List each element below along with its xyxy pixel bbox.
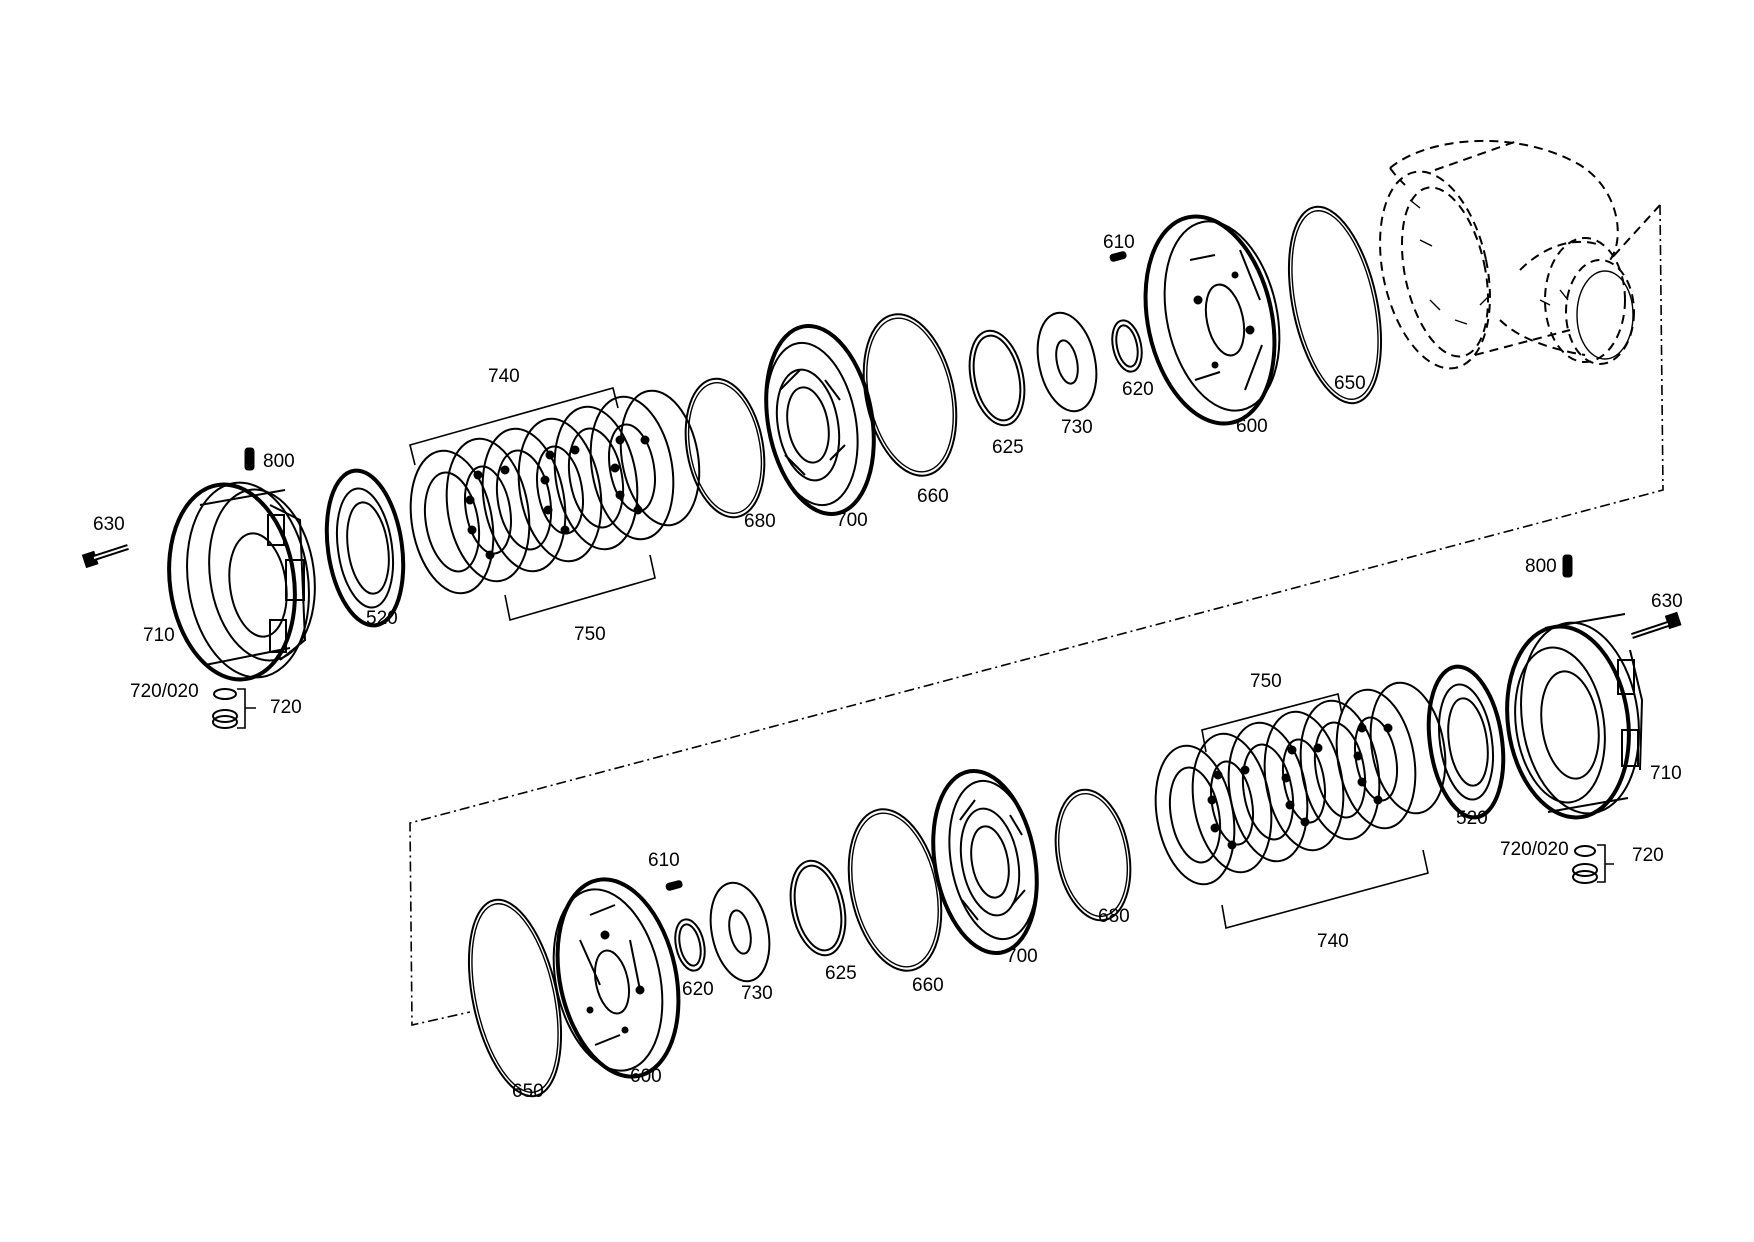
callout-520-bottom: 520 [1456, 808, 1488, 829]
callout-610-top: 610 [1103, 232, 1135, 253]
plug-800-top [244, 447, 255, 471]
callout-710-bottom: 710 [1650, 763, 1682, 784]
callout-610-bottom: 610 [648, 850, 680, 871]
ring-650-top [1287, 205, 1383, 405]
cover-600-top [1143, 214, 1281, 426]
assembly-path-line [409, 204, 1664, 1026]
ring-680-bottom [1054, 788, 1132, 922]
carrier-710-top [167, 481, 316, 682]
ring-520-top [324, 468, 406, 628]
callout-625-bottom: 625 [825, 963, 857, 984]
washer-730-top [1036, 311, 1098, 413]
callout-720-020-top: 720/020 [130, 681, 199, 702]
callout-650-bottom: 650 [512, 1081, 544, 1102]
callout-750-top: 750 [574, 624, 606, 645]
cover-600-bottom [552, 877, 681, 1079]
callout-650-top: 650 [1334, 373, 1366, 394]
ring-520-bottom [1426, 664, 1506, 820]
pin-610-top [1109, 251, 1127, 262]
ring-625-top [968, 329, 1026, 427]
piston-700-bottom [931, 768, 1039, 956]
callout-620-bottom: 620 [682, 979, 714, 1000]
callout-625-top: 625 [992, 437, 1024, 458]
callout-800-top: 800 [263, 451, 295, 472]
callout-710-top: 710 [143, 625, 175, 646]
ring-680-top [684, 377, 766, 519]
callout-660-top: 660 [917, 486, 949, 507]
callout-660-bottom: 660 [912, 975, 944, 996]
bolt-630-bottom [1631, 611, 1682, 639]
callout-600-bottom: 600 [630, 1066, 662, 1087]
parts-720-bottom [1572, 844, 1614, 884]
callout-800-bottom: 800 [1525, 556, 1557, 577]
callout-740-bottom: 740 [1317, 931, 1349, 952]
ring-650-bottom [467, 898, 563, 1098]
callout-700-top: 700 [836, 510, 868, 531]
callout-600-top: 600 [1236, 416, 1268, 437]
callout-630-bottom: 630 [1651, 591, 1683, 612]
plug-800-bottom [1562, 554, 1573, 578]
clutch-pack-bottom [1154, 681, 1447, 930]
callout-700-bottom: 700 [1006, 946, 1038, 967]
clutch-pack-top [409, 387, 701, 622]
callout-620-top: 620 [1122, 379, 1154, 400]
callout-730-bottom: 730 [741, 983, 773, 1004]
callout-750-bottom: 750 [1250, 671, 1282, 692]
carrier-710-bottom [1505, 613, 1644, 820]
callout-720-020-bottom: 720/020 [1500, 839, 1569, 860]
callout-680-top: 680 [744, 511, 776, 532]
ring-620-bottom [674, 918, 706, 972]
ring-660-top [862, 313, 958, 477]
ring-660-bottom [847, 808, 943, 972]
washer-730-bottom [709, 881, 771, 983]
callout-520-top: 520 [366, 608, 398, 629]
callout-740-top: 740 [488, 366, 520, 387]
ring-620-top [1111, 319, 1143, 373]
callout-730-top: 730 [1061, 417, 1093, 438]
pin-610-bottom [665, 880, 683, 891]
bolt-630-top [81, 544, 129, 569]
parts-720-top [212, 688, 256, 729]
callout-680-bottom: 680 [1098, 906, 1130, 927]
callout-720-top: 720 [270, 697, 302, 718]
callout-630-top: 630 [93, 514, 125, 535]
callout-720-bottom: 720 [1632, 845, 1664, 866]
transmission-housing [1379, 139, 1661, 370]
ring-625-bottom [789, 859, 847, 957]
